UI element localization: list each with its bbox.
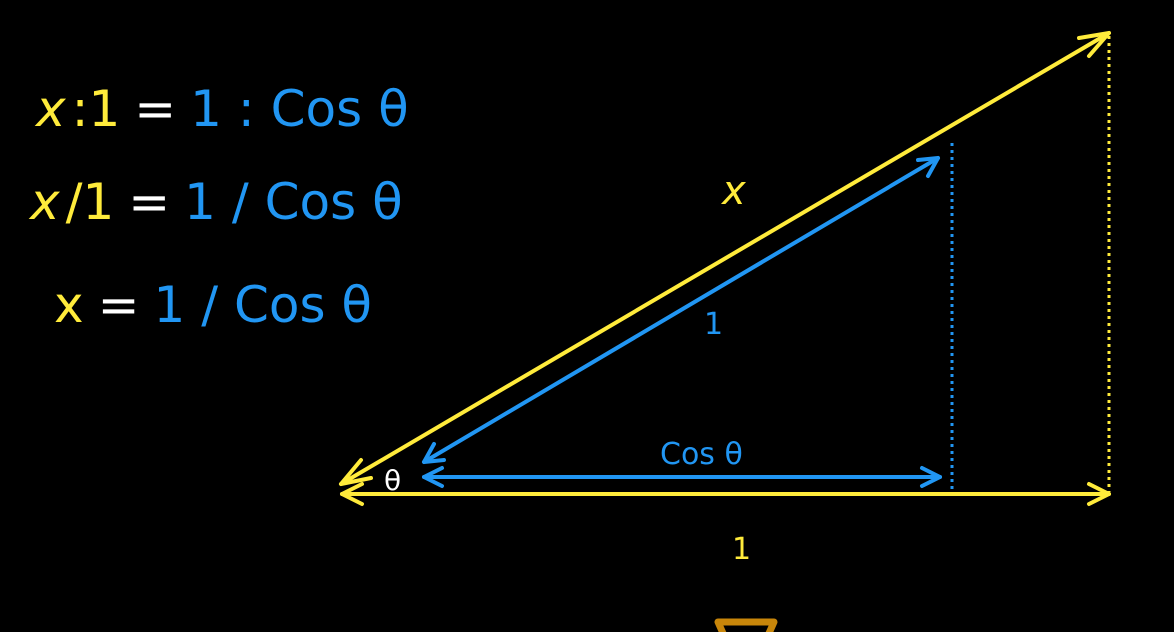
equation-proportion: x:1=1 : Cos θ [36,84,409,134]
equation-3-variable: x [54,276,84,334]
equation-3-equals: = [97,276,140,334]
outer-hypotenuse-arrow [339,31,1111,486]
equation-1-equals: = [134,80,177,138]
equation-1-ratio-symbol: : [71,80,89,138]
equation-solution: x=1 / Cos θ [54,280,372,330]
outer-hypotenuse-label: x [720,168,746,214]
angle-label: θ [384,464,401,497]
equation-2-number: 1 [82,173,115,231]
inner-hypotenuse-arrow [422,156,940,464]
equation-1-variable: x [36,80,66,138]
equation-2-division-symbol: / [65,173,83,231]
equation-1-number: 1 [88,80,121,138]
equation-3-rhs: 1 / Cos θ [153,276,372,334]
equation-fraction: x/1=1 / Cos θ [30,177,403,227]
inner-base-label: Cos θ [660,437,743,472]
inner-base-arrow [422,466,942,488]
equation-2-equals: = [128,173,171,231]
equation-2-variable: x [30,173,60,231]
outer-base-label: 1 [732,532,751,567]
outer-base-arrow [340,482,1111,506]
cropped-glyph-icon [714,618,778,632]
inner-hypotenuse-label: 1 [704,307,723,342]
equation-1-rhs: 1 : Cos θ [190,80,409,138]
equation-2-rhs: 1 / Cos θ [184,173,403,231]
